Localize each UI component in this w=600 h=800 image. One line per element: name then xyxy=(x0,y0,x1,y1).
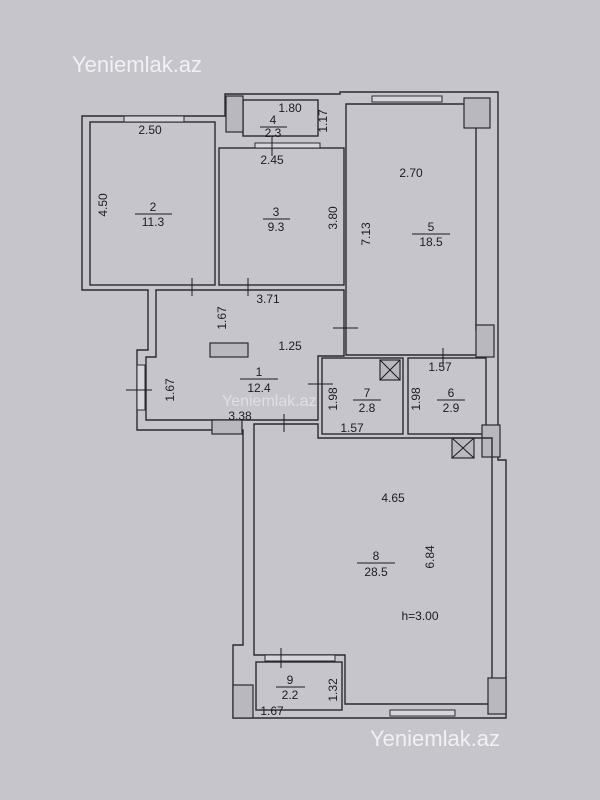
room-label-9: 9 2.2 xyxy=(276,673,305,702)
svg-text:5: 5 xyxy=(428,220,435,234)
column xyxy=(481,424,501,458)
svg-text:1.17: 1.17 xyxy=(316,109,330,133)
watermark: Yeniemlak.az xyxy=(222,393,317,410)
room-label-7: 7 2.8 xyxy=(353,386,381,415)
svg-text:1.32: 1.32 xyxy=(326,678,340,702)
svg-text:1.67: 1.67 xyxy=(260,704,284,718)
svg-text:2.3: 2.3 xyxy=(265,126,282,140)
room-6-outline xyxy=(407,357,487,435)
room-9-outline xyxy=(255,661,343,711)
svg-text:7: 7 xyxy=(364,386,371,400)
svg-text:3.80: 3.80 xyxy=(326,206,340,230)
room-label-5: 5 18.5 xyxy=(412,220,450,249)
door-markers xyxy=(126,136,444,668)
svg-text:9: 9 xyxy=(287,673,294,687)
svg-text:11.3: 11.3 xyxy=(142,215,165,229)
windows xyxy=(123,95,456,717)
svg-text:4.50: 4.50 xyxy=(96,193,110,217)
svg-text:7.13: 7.13 xyxy=(359,222,373,246)
room-label-4: 4 2.3 xyxy=(260,113,287,140)
svg-text:2.9: 2.9 xyxy=(443,401,460,415)
watermark: Yeniemlak.az xyxy=(72,52,202,77)
svg-text:2.8: 2.8 xyxy=(359,401,376,415)
closet xyxy=(209,342,249,358)
svg-text:12.4: 12.4 xyxy=(247,381,271,395)
svg-text:1: 1 xyxy=(256,365,263,379)
svg-text:1.57: 1.57 xyxy=(428,360,452,374)
svg-text:1.67: 1.67 xyxy=(215,306,229,330)
column xyxy=(225,95,244,133)
column xyxy=(232,684,254,719)
svg-text:3.38: 3.38 xyxy=(228,409,252,423)
room-7-outline xyxy=(321,357,404,435)
svg-text:2.2: 2.2 xyxy=(282,688,299,702)
svg-text:2.50: 2.50 xyxy=(138,123,162,137)
svg-text:4.65: 4.65 xyxy=(381,491,405,505)
svg-text:4: 4 xyxy=(270,113,277,127)
svg-text:28.5: 28.5 xyxy=(364,565,388,579)
room-label-2: 2 11.3 xyxy=(135,200,172,229)
svg-text:2.70: 2.70 xyxy=(399,166,423,180)
column xyxy=(475,324,495,358)
svg-text:1.80: 1.80 xyxy=(278,101,302,115)
dimension-labels: 1.80 1.17 2.50 4.50 2.45 3.80 2.70 7.13 … xyxy=(96,101,452,718)
room-label-6: 6 2.9 xyxy=(437,386,465,415)
svg-text:1.98: 1.98 xyxy=(326,387,340,411)
svg-text:6: 6 xyxy=(448,386,455,400)
walls xyxy=(81,91,507,719)
svg-text:2.45: 2.45 xyxy=(260,153,284,167)
svg-text:1.25: 1.25 xyxy=(278,339,302,353)
room-label-1: 1 12.4 xyxy=(240,365,278,395)
svg-text:9.3: 9.3 xyxy=(268,220,285,234)
watermark: Yeniemlak.az xyxy=(370,726,500,751)
hall-outline xyxy=(145,289,345,421)
svg-text:6.84: 6.84 xyxy=(423,545,437,569)
svg-text:18.5: 18.5 xyxy=(419,235,443,249)
svg-text:1.67: 1.67 xyxy=(163,378,177,402)
svg-text:1.57: 1.57 xyxy=(340,421,364,435)
column xyxy=(487,677,507,715)
column xyxy=(211,419,243,435)
column xyxy=(463,97,491,129)
room-label-8: 8 28.5 xyxy=(357,549,395,579)
svg-text:3.71: 3.71 xyxy=(256,292,280,306)
svg-text:8: 8 xyxy=(373,549,380,563)
svg-text:3: 3 xyxy=(273,205,280,219)
svg-text:1.98: 1.98 xyxy=(409,387,423,411)
ceiling-height: h=3.00 xyxy=(401,609,438,623)
room-label-3: 3 9.3 xyxy=(263,205,290,234)
svg-text:2: 2 xyxy=(150,200,157,214)
